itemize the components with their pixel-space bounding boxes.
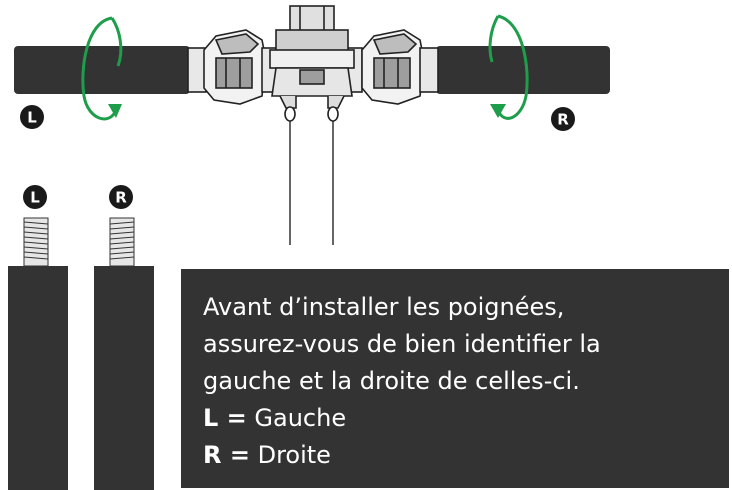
right-badge-top: R [551, 107, 575, 131]
legend-left: L = Gauche [203, 400, 719, 437]
legend-left-key: L = [203, 404, 247, 432]
instruction-box: Avant d’installer les poignées, assurez-… [181, 269, 729, 488]
right-badge-bottom: R [109, 185, 133, 209]
left-rotation-arrow [81, 16, 123, 121]
right-badge-top-label: R [557, 111, 569, 129]
instruction-line-3: gauche et la droite de celles-ci. [203, 367, 580, 395]
left-badge-top-label: L [27, 109, 37, 127]
left-badge-bottom: L [23, 185, 47, 209]
left-badge-top: L [20, 105, 44, 129]
right-grip [436, 46, 610, 94]
legend-left-value: Gauche [254, 404, 347, 432]
left-badge-bottom-label: L [30, 189, 40, 207]
right-threaded-insert [109, 217, 135, 267]
legend-right-value: Droite [257, 441, 331, 469]
legend-right-key: R = [203, 441, 250, 469]
right-rotation-arrow [488, 14, 529, 120]
instruction-line-1: Avant d’installer les poignées, [203, 293, 565, 321]
instruction-line-2: assurez-vous de bien identifier la [203, 330, 601, 358]
right-clamp-assembly [347, 29, 439, 105]
legend-right: R = Droite [203, 437, 719, 474]
right-grip-separate [94, 266, 154, 490]
left-grip-separate [8, 266, 68, 490]
right-badge-bottom-label: R [115, 189, 127, 207]
stem-clamp [269, 5, 355, 122]
left-clamp-assembly [187, 29, 277, 105]
left-grip [14, 46, 190, 94]
left-threaded-insert [23, 217, 49, 267]
stem-tube [289, 118, 334, 245]
